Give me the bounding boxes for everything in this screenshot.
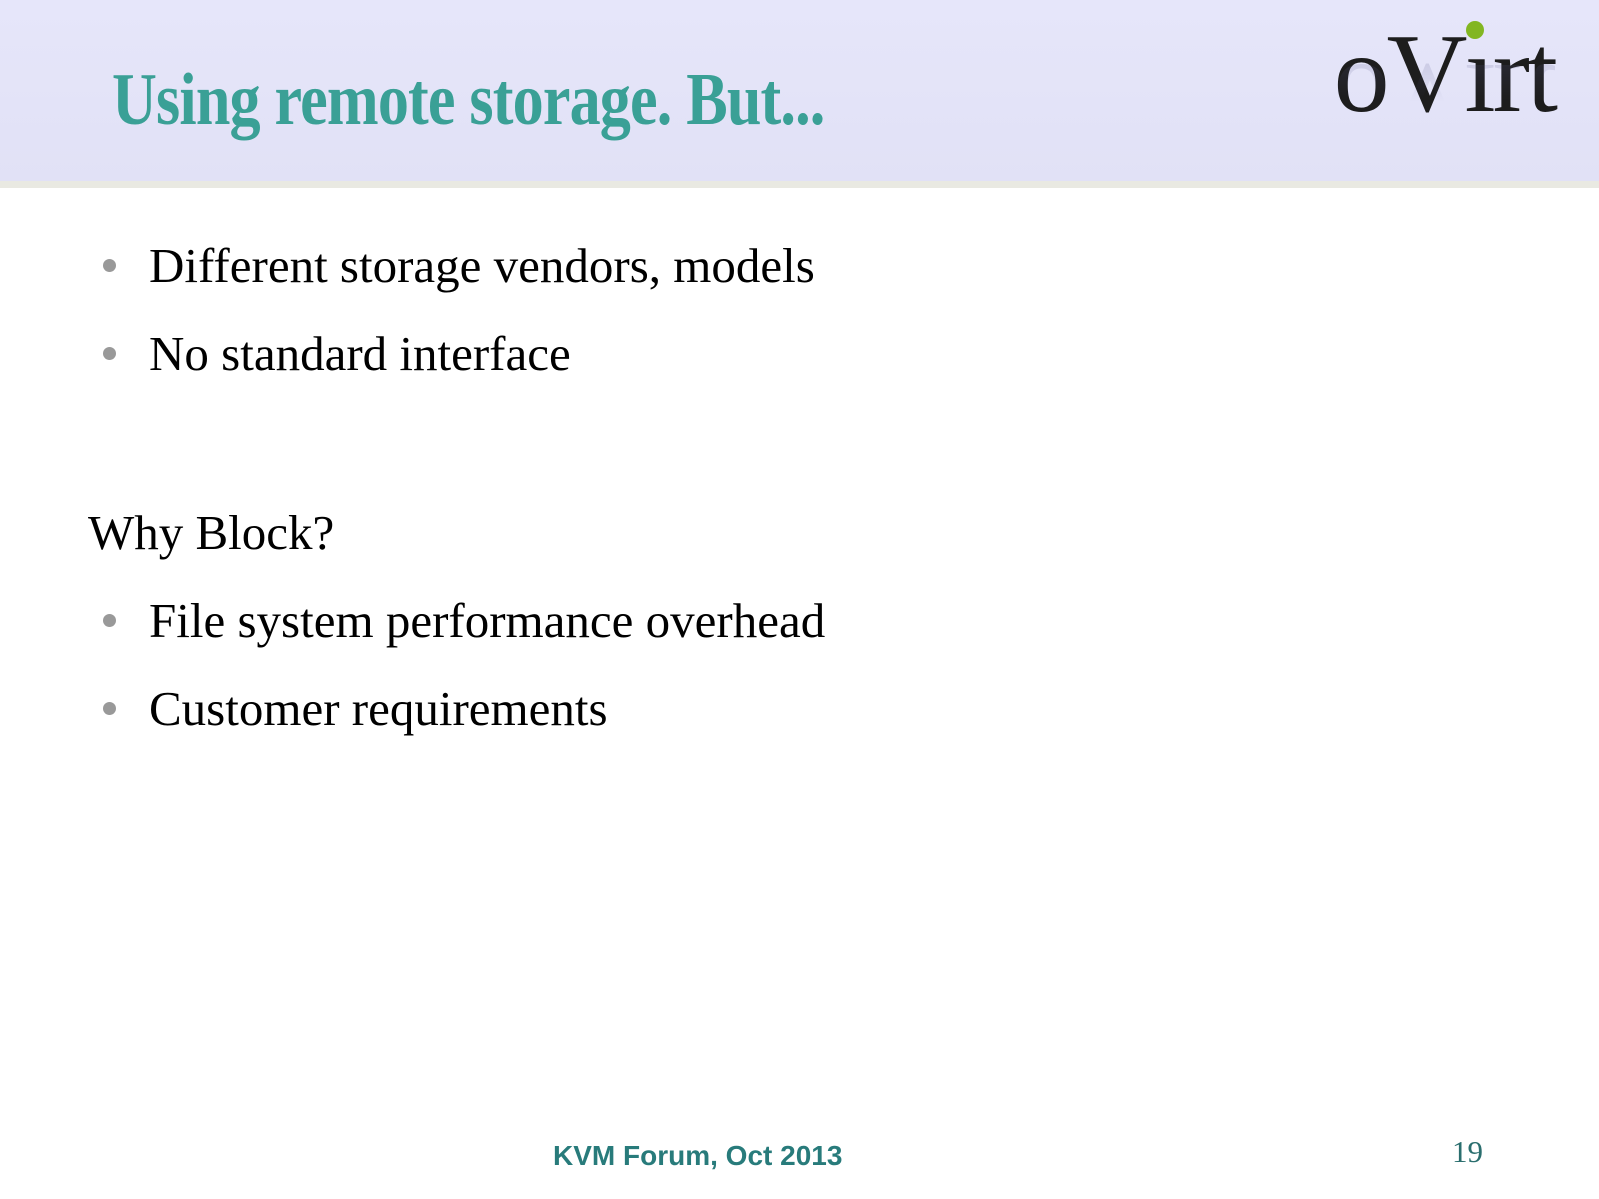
bullet-text: No standard interface [149,325,571,381]
section-heading: Why Block? [88,504,335,560]
bullet-text: Customer requirements [149,680,608,736]
bullet-dot-icon [103,613,116,627]
logo-green-dot-icon [1466,21,1485,39]
ovirt-logo-reflection: oVırt [1333,40,1555,164]
bullet-item: Different storage vendors, models [88,221,825,309]
bullet-dot-icon [103,258,116,272]
logo-text-part: rt [1492,12,1558,136]
bullet-item: No standard interface [88,309,825,397]
footer-text: KVM Forum, Oct 2013 [553,1140,843,1171]
bullet-item: Customer requirements [88,664,825,752]
page-number: 19 [1452,1134,1483,1169]
bullet-text: File system performance overhead [149,592,826,648]
logo-text-part: oV [1333,12,1468,136]
blank-line-spacer [88,397,825,488]
bullet-dot-icon [103,701,116,715]
slide-title: Using remote storage. But... [112,59,825,141]
bullet-text: Different storage vendors, models [149,237,815,293]
slide-body: Different storage vendors, models No sta… [88,221,825,752]
bullet-dot-icon [103,346,116,360]
logo-letter-i: ı [1464,12,1495,136]
bullet-item: File system performance overhead [88,576,825,664]
